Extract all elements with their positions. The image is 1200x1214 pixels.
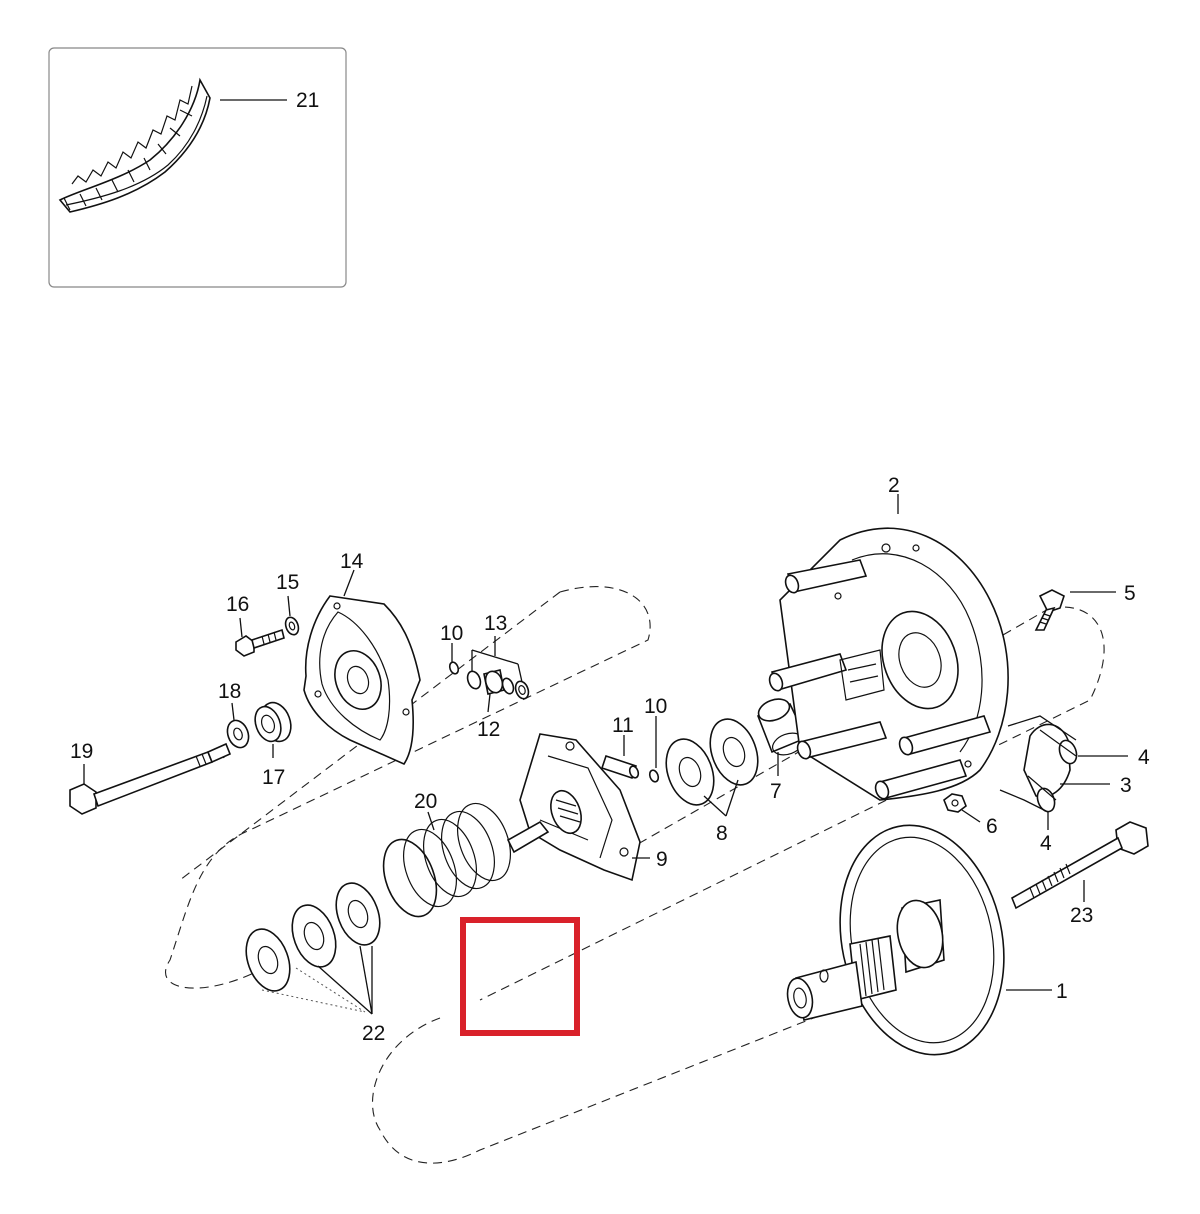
sleeve-part-7 xyxy=(756,698,808,756)
washers-part-8 xyxy=(665,718,759,806)
bushing-part-17 xyxy=(254,701,292,743)
housing-part-2 xyxy=(768,527,1009,801)
callout-15: 15 xyxy=(276,571,299,594)
screw-part-16 xyxy=(235,628,285,657)
callout-7: 7 xyxy=(770,780,782,803)
callout-16: 16 xyxy=(226,593,249,616)
hub-part-9 xyxy=(506,733,641,882)
leader-12 xyxy=(487,693,491,713)
leader-18 xyxy=(231,702,235,721)
bracket-leaders-3-4 xyxy=(999,715,1128,830)
leader-14 xyxy=(343,569,355,597)
washer-part-15 xyxy=(284,616,300,636)
leader-22 xyxy=(317,945,373,1015)
leader-8 xyxy=(703,779,739,817)
drive-belt-part-21 xyxy=(58,77,211,213)
callout-14: 14 xyxy=(340,550,364,573)
leader-20 xyxy=(427,811,435,831)
screw-part-5 xyxy=(1034,589,1065,631)
callout-1: 1 xyxy=(1056,980,1068,1003)
callout-8: 8 xyxy=(716,822,728,845)
leader-16 xyxy=(239,617,243,638)
callout-13: 13 xyxy=(484,612,507,635)
inset-belt-panel: 21 xyxy=(48,47,347,288)
callout-19: 19 xyxy=(70,740,93,763)
leader-6 xyxy=(961,809,981,823)
assembly-outlines xyxy=(164,586,1105,1164)
callout-21: 21 xyxy=(296,89,319,112)
callout-10-upper: 10 xyxy=(440,622,463,645)
roller-part-10-lower xyxy=(648,769,660,783)
bolt-part-23 xyxy=(1010,821,1149,910)
callout-20: 20 xyxy=(414,790,437,813)
spring-part-20 xyxy=(382,802,511,918)
washer-part-18 xyxy=(226,719,250,749)
leader-15 xyxy=(287,595,291,617)
fixed-sheave-part-1 xyxy=(786,824,1005,1056)
nut-part-6 xyxy=(943,793,967,813)
callout-22: 22 xyxy=(362,1022,385,1045)
callout-10-lower: 10 xyxy=(644,695,667,718)
bracket-13 xyxy=(471,636,523,683)
washers-part-22 xyxy=(245,882,381,1013)
callout-11: 11 xyxy=(612,714,634,737)
callout-18: 18 xyxy=(218,680,241,703)
roller-bracket-part-3-4 xyxy=(1023,723,1078,813)
callout-12: 12 xyxy=(477,718,500,741)
callout-4-lower: 4 xyxy=(1040,832,1052,855)
highlight-box xyxy=(460,917,580,1036)
small-parts-10-12-13 xyxy=(448,661,530,700)
callout-17: 17 xyxy=(262,766,285,789)
callout-3: 3 xyxy=(1120,774,1132,797)
pin-part-11 xyxy=(600,754,640,780)
callout-5: 5 xyxy=(1124,582,1136,605)
callout-4-upper: 4 xyxy=(1138,746,1150,769)
callout-23: 23 xyxy=(1070,904,1093,927)
callout-6: 6 xyxy=(986,815,998,838)
bolt-part-19 xyxy=(69,742,232,815)
callout-2: 2 xyxy=(888,474,900,497)
callout-9: 9 xyxy=(656,848,668,871)
spider-plate-part-14 xyxy=(303,595,421,766)
